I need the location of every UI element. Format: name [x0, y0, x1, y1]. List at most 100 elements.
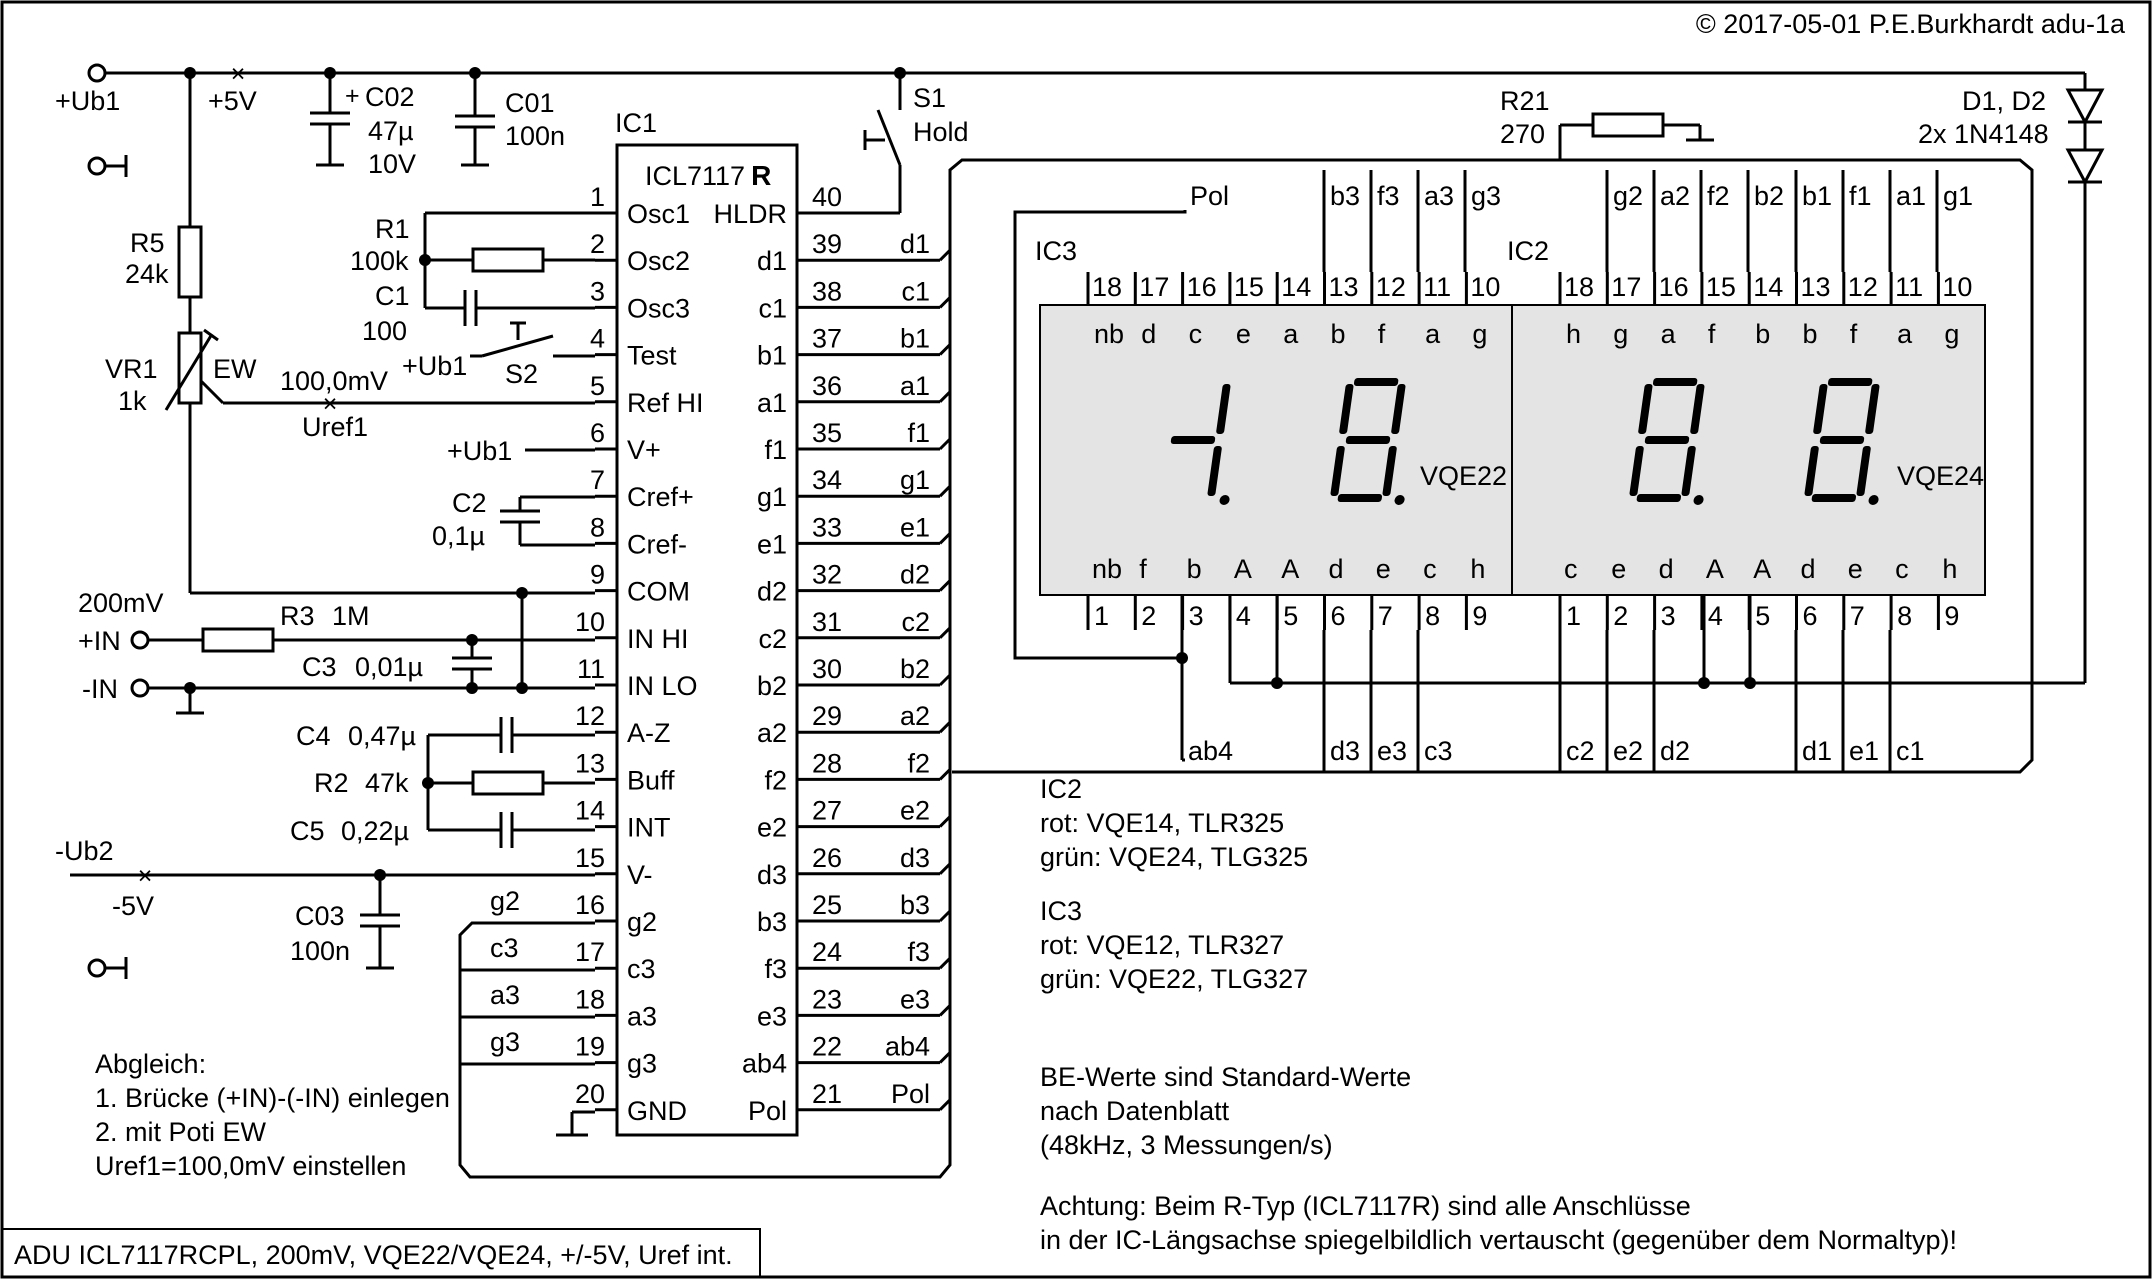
ic1-pin-number: 10 — [575, 607, 605, 637]
bus-net-label: g3 — [490, 1027, 520, 1057]
display-segment-label: e — [1848, 554, 1863, 584]
display-pin-number: 6 — [1803, 601, 1818, 631]
ic1-net-label: e3 — [900, 984, 930, 1014]
p5v-label: +5V — [208, 86, 257, 116]
ic1-pin-number: 25 — [812, 890, 842, 920]
ic1-pin-name: V+ — [627, 435, 661, 465]
note-line: nach Datenblatt — [1040, 1096, 1230, 1126]
ic1-pin-number: 14 — [575, 796, 605, 826]
note-abgleich: Abgleich:1. Brücke (+IN)-(-IN) einlegen2… — [95, 1049, 450, 1181]
r2-name: R2 — [314, 768, 349, 798]
ic1-net-label: c2 — [901, 607, 930, 637]
display-segment-label: d — [1141, 319, 1156, 349]
in-minus-label: -IN — [82, 674, 118, 704]
ic1-pin-name: a3 — [627, 1001, 657, 1031]
ic1-pin-number: 4 — [590, 324, 605, 354]
ic1-name: IC1 — [615, 108, 657, 138]
ic1-pin-number: 24 — [812, 937, 842, 967]
ic1-pin-number: 40 — [812, 182, 842, 212]
ic1-pin-number: 26 — [812, 843, 842, 873]
r5-resistor — [177, 73, 203, 333]
ic1-pin-number: 11 — [577, 654, 605, 684]
display-segment-label: e — [1376, 554, 1391, 584]
note-achtung: Achtung: Beim R-Typ (ICL7117R) sind alle… — [1040, 1191, 1957, 1255]
display-pin-number: 18 — [1092, 272, 1122, 302]
display-pin-number: 17 — [1139, 272, 1169, 302]
ic1-pin-number: 5 — [590, 371, 605, 401]
display-pin-number: 1 — [1094, 601, 1109, 631]
display-net-label: c3 — [1424, 736, 1453, 766]
note-line: in der IC-Längsachse spiegelbildlich ver… — [1040, 1225, 1957, 1255]
ic1-pin-number: 38 — [812, 276, 842, 306]
ic1-pin-name: Ref HI — [627, 388, 704, 418]
display-segment-label: b — [1187, 554, 1202, 584]
note-line: BE-Werte sind Standard-Werte — [1040, 1062, 1411, 1092]
display-net-label: d1 — [1802, 736, 1832, 766]
display-pin-number: 12 — [1848, 272, 1878, 302]
ic1-pin-name: V- — [627, 860, 653, 890]
r21-value: 270 — [1500, 119, 1545, 149]
v-plus-supply: +Ub1 — [447, 436, 512, 466]
ic1-net-label: Pol — [891, 1079, 930, 1109]
display-segment-label: h — [1942, 554, 1957, 584]
m5v-label: -5V — [112, 891, 154, 921]
ic1-pin-name: COM — [627, 577, 690, 607]
svg-text:×: × — [323, 390, 338, 418]
display-segment-label: a — [1425, 319, 1441, 349]
s1-hold-switch[interactable] — [797, 73, 902, 215]
c02-value: 47µ — [368, 116, 414, 146]
note-line: grün: VQE24, TLG325 — [1040, 842, 1308, 872]
display-pin-number: 15 — [1234, 272, 1264, 302]
vr1-ew: EW — [213, 354, 257, 384]
display-segment-label: A — [1281, 554, 1299, 584]
c1-value: 100 — [362, 316, 407, 346]
ic1-pin-name: IN HI — [627, 624, 689, 654]
display-segment-label: c — [1895, 554, 1909, 584]
r1-value: 100k — [350, 246, 409, 276]
ic1-net-label: b3 — [900, 890, 930, 920]
c5-name: C5 — [290, 816, 325, 846]
ic1-pin-name: g3 — [627, 1049, 657, 1079]
display-segment-label: f — [1850, 319, 1858, 349]
vr1-value: 1k — [118, 386, 147, 416]
r3-name: R3 — [280, 601, 315, 631]
ic1-pin-number: 22 — [812, 1032, 842, 1062]
svg-text:+: + — [345, 82, 360, 110]
ic1-pin-name: e2 — [757, 813, 787, 843]
ic1-pin-number: 16 — [575, 890, 605, 920]
display-pin-number: 7 — [1850, 601, 1865, 631]
display-segment-label: h — [1566, 319, 1581, 349]
display-segment-label: f — [1139, 554, 1147, 584]
ic1-pin-number: 7 — [590, 465, 605, 495]
display-segment-label: a — [1283, 319, 1299, 349]
ic1-pin-number: 39 — [812, 229, 842, 259]
ic1-pin-name: a2 — [757, 718, 787, 748]
note-line: grün: VQE22, TLG327 — [1040, 964, 1308, 994]
display-segment-label: h — [1470, 554, 1485, 584]
c5-value: 0,22µ — [341, 816, 409, 846]
integrator-network — [422, 717, 595, 848]
uref-value: 100,0mV — [280, 366, 388, 396]
ic1-pin-name: d3 — [757, 860, 787, 890]
r5-name: R5 — [130, 228, 165, 258]
display-segment-label: d — [1329, 554, 1344, 584]
display-segment-label: d — [1659, 554, 1674, 584]
ic1-net-label: a2 — [900, 701, 930, 731]
c03-name: C03 — [295, 901, 345, 931]
display-pin-number: 10 — [1470, 272, 1500, 302]
r1-name: R1 — [375, 214, 410, 244]
c01-name: C01 — [505, 88, 555, 118]
footer-title: ADU ICL7117RCPL, 200mV, VQE22/VQE24, +/-… — [14, 1240, 733, 1270]
ic1-pin-name: IN LO — [627, 671, 698, 701]
ic2-label: IC2 — [1507, 236, 1549, 266]
ic1-pin-number: 31 — [812, 607, 842, 637]
input-network — [130, 627, 595, 715]
display-segment-label: b — [1803, 319, 1818, 349]
ic1-pin-name: Osc2 — [627, 246, 690, 276]
ic1-pin-name: f2 — [764, 765, 787, 795]
note-line: rot: VQE12, TLR327 — [1040, 930, 1284, 960]
s2-switch[interactable] — [470, 321, 595, 358]
